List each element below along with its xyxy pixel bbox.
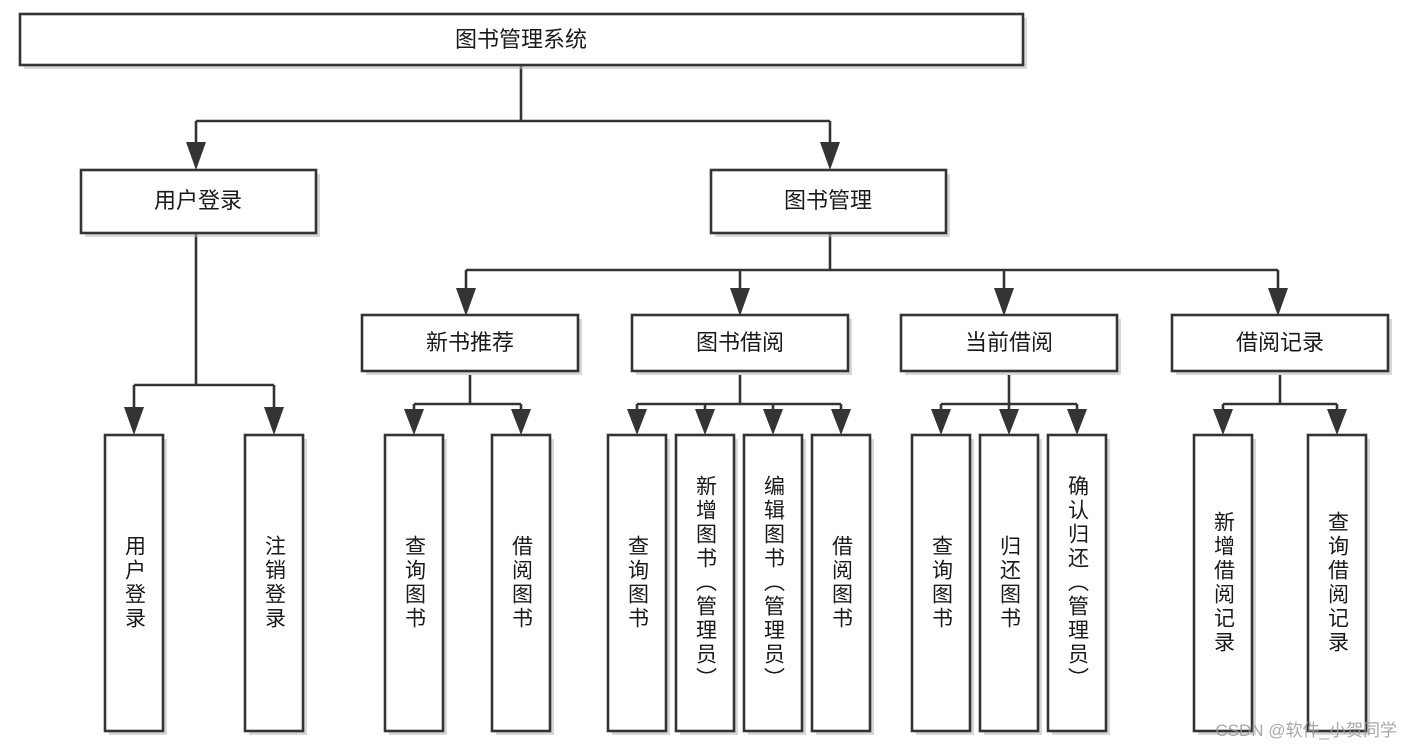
arrow-head-book-management (820, 142, 840, 170)
node-br-rect[interactable] (1170, 313, 1390, 373)
arrow-head-user-login (186, 142, 206, 170)
arrow-head-leaf-edit-book (763, 409, 783, 435)
arrow-head-leaf-logout-login (264, 407, 284, 435)
node-borrow-record[interactable]: 借阅记录 (1170, 313, 1392, 375)
leaf-rect-borrow-book-1[interactable] (490, 433, 552, 733)
node-user-login-rect[interactable] (79, 168, 318, 235)
node-cb-rect[interactable] (899, 313, 1119, 373)
connector-group-root (186, 65, 840, 170)
arrow-head-leaf-query-record (1327, 409, 1347, 435)
node-bb-label: 图书借阅 (696, 330, 784, 355)
node-book-management-label: 图书管理 (784, 188, 872, 213)
leaf-rect-edit-book[interactable] (742, 433, 804, 733)
leaf-rect-query-book-3[interactable] (910, 433, 972, 733)
node-root-label: 图书管理系统 (455, 27, 587, 52)
connector-group-book-borrow (627, 375, 851, 435)
leaf-rect-query-book-2[interactable] (606, 433, 668, 733)
arrow-head-new-book-recommend (456, 288, 476, 316)
node-book-management-rect[interactable] (709, 168, 948, 235)
node-cb-label: 当前借阅 (965, 330, 1053, 355)
leaf-rect-add-record[interactable] (1192, 433, 1254, 733)
connector-group-current-borrow (931, 375, 1087, 435)
node-bb-rect[interactable] (630, 313, 850, 373)
leaf-rect-user-login[interactable] (103, 433, 165, 733)
leaf-rect-confirm-return[interactable] (1046, 433, 1108, 733)
arrow-head-book-borrow (730, 288, 750, 316)
arrow-head-leaf-return-book (999, 409, 1019, 435)
leaf-rect-borrow-book-2[interactable] (810, 433, 872, 733)
node-book-borrow[interactable]: 图书借阅 (630, 313, 852, 375)
leaf-rect-add-book[interactable] (674, 433, 736, 733)
arrow-head-leaf-query-book-2 (627, 409, 647, 435)
node-nbr-label: 新书推荐 (426, 330, 514, 355)
node-user-login[interactable]: 用户登录 (79, 168, 320, 237)
arrow-head-leaf-user-login (124, 407, 144, 435)
arrow-head-borrow-record (1268, 288, 1288, 316)
leaf-rect-query-record[interactable] (1306, 433, 1368, 733)
node-book-management[interactable]: 图书管理 (709, 168, 950, 237)
leaf-rect-query-book-1[interactable] (383, 433, 445, 733)
node-nbr-rect[interactable] (360, 313, 580, 373)
arrow-head-leaf-query-book-1 (404, 409, 424, 435)
arrow-head-leaf-add-book (695, 409, 715, 435)
arrow-head-leaf-borrow-book-1 (511, 409, 531, 435)
leaf-rect-return-book[interactable] (978, 433, 1040, 733)
node-user-login-label: 用户登录 (154, 188, 242, 213)
arrow-head-current-borrow (994, 288, 1014, 316)
arrow-head-leaf-borrow-book-2 (831, 409, 851, 435)
node-br-label: 借阅记录 (1236, 330, 1324, 355)
watermark-text: CSDN @软件_小贺同学 (1215, 721, 1397, 740)
arrow-head-leaf-add-record (1213, 409, 1233, 435)
node-root-system[interactable]: 图书管理系统 (18, 12, 1027, 69)
connector-group-book-management (456, 233, 1288, 316)
connector-group-new-book-recommend (404, 375, 531, 435)
arrow-head-leaf-query-book-3 (931, 409, 951, 435)
leaf-rect-logout-login[interactable] (243, 433, 305, 733)
node-root-rect[interactable] (18, 12, 1025, 67)
connector-group-borrow-record (1213, 375, 1347, 435)
leaf-boxes-group (103, 433, 1370, 735)
arrow-head-leaf-confirm-return (1067, 409, 1087, 435)
node-current-borrow[interactable]: 当前借阅 (899, 313, 1121, 375)
connector-group-user-login (124, 233, 284, 435)
node-new-book-recommend[interactable]: 新书推荐 (360, 313, 582, 375)
